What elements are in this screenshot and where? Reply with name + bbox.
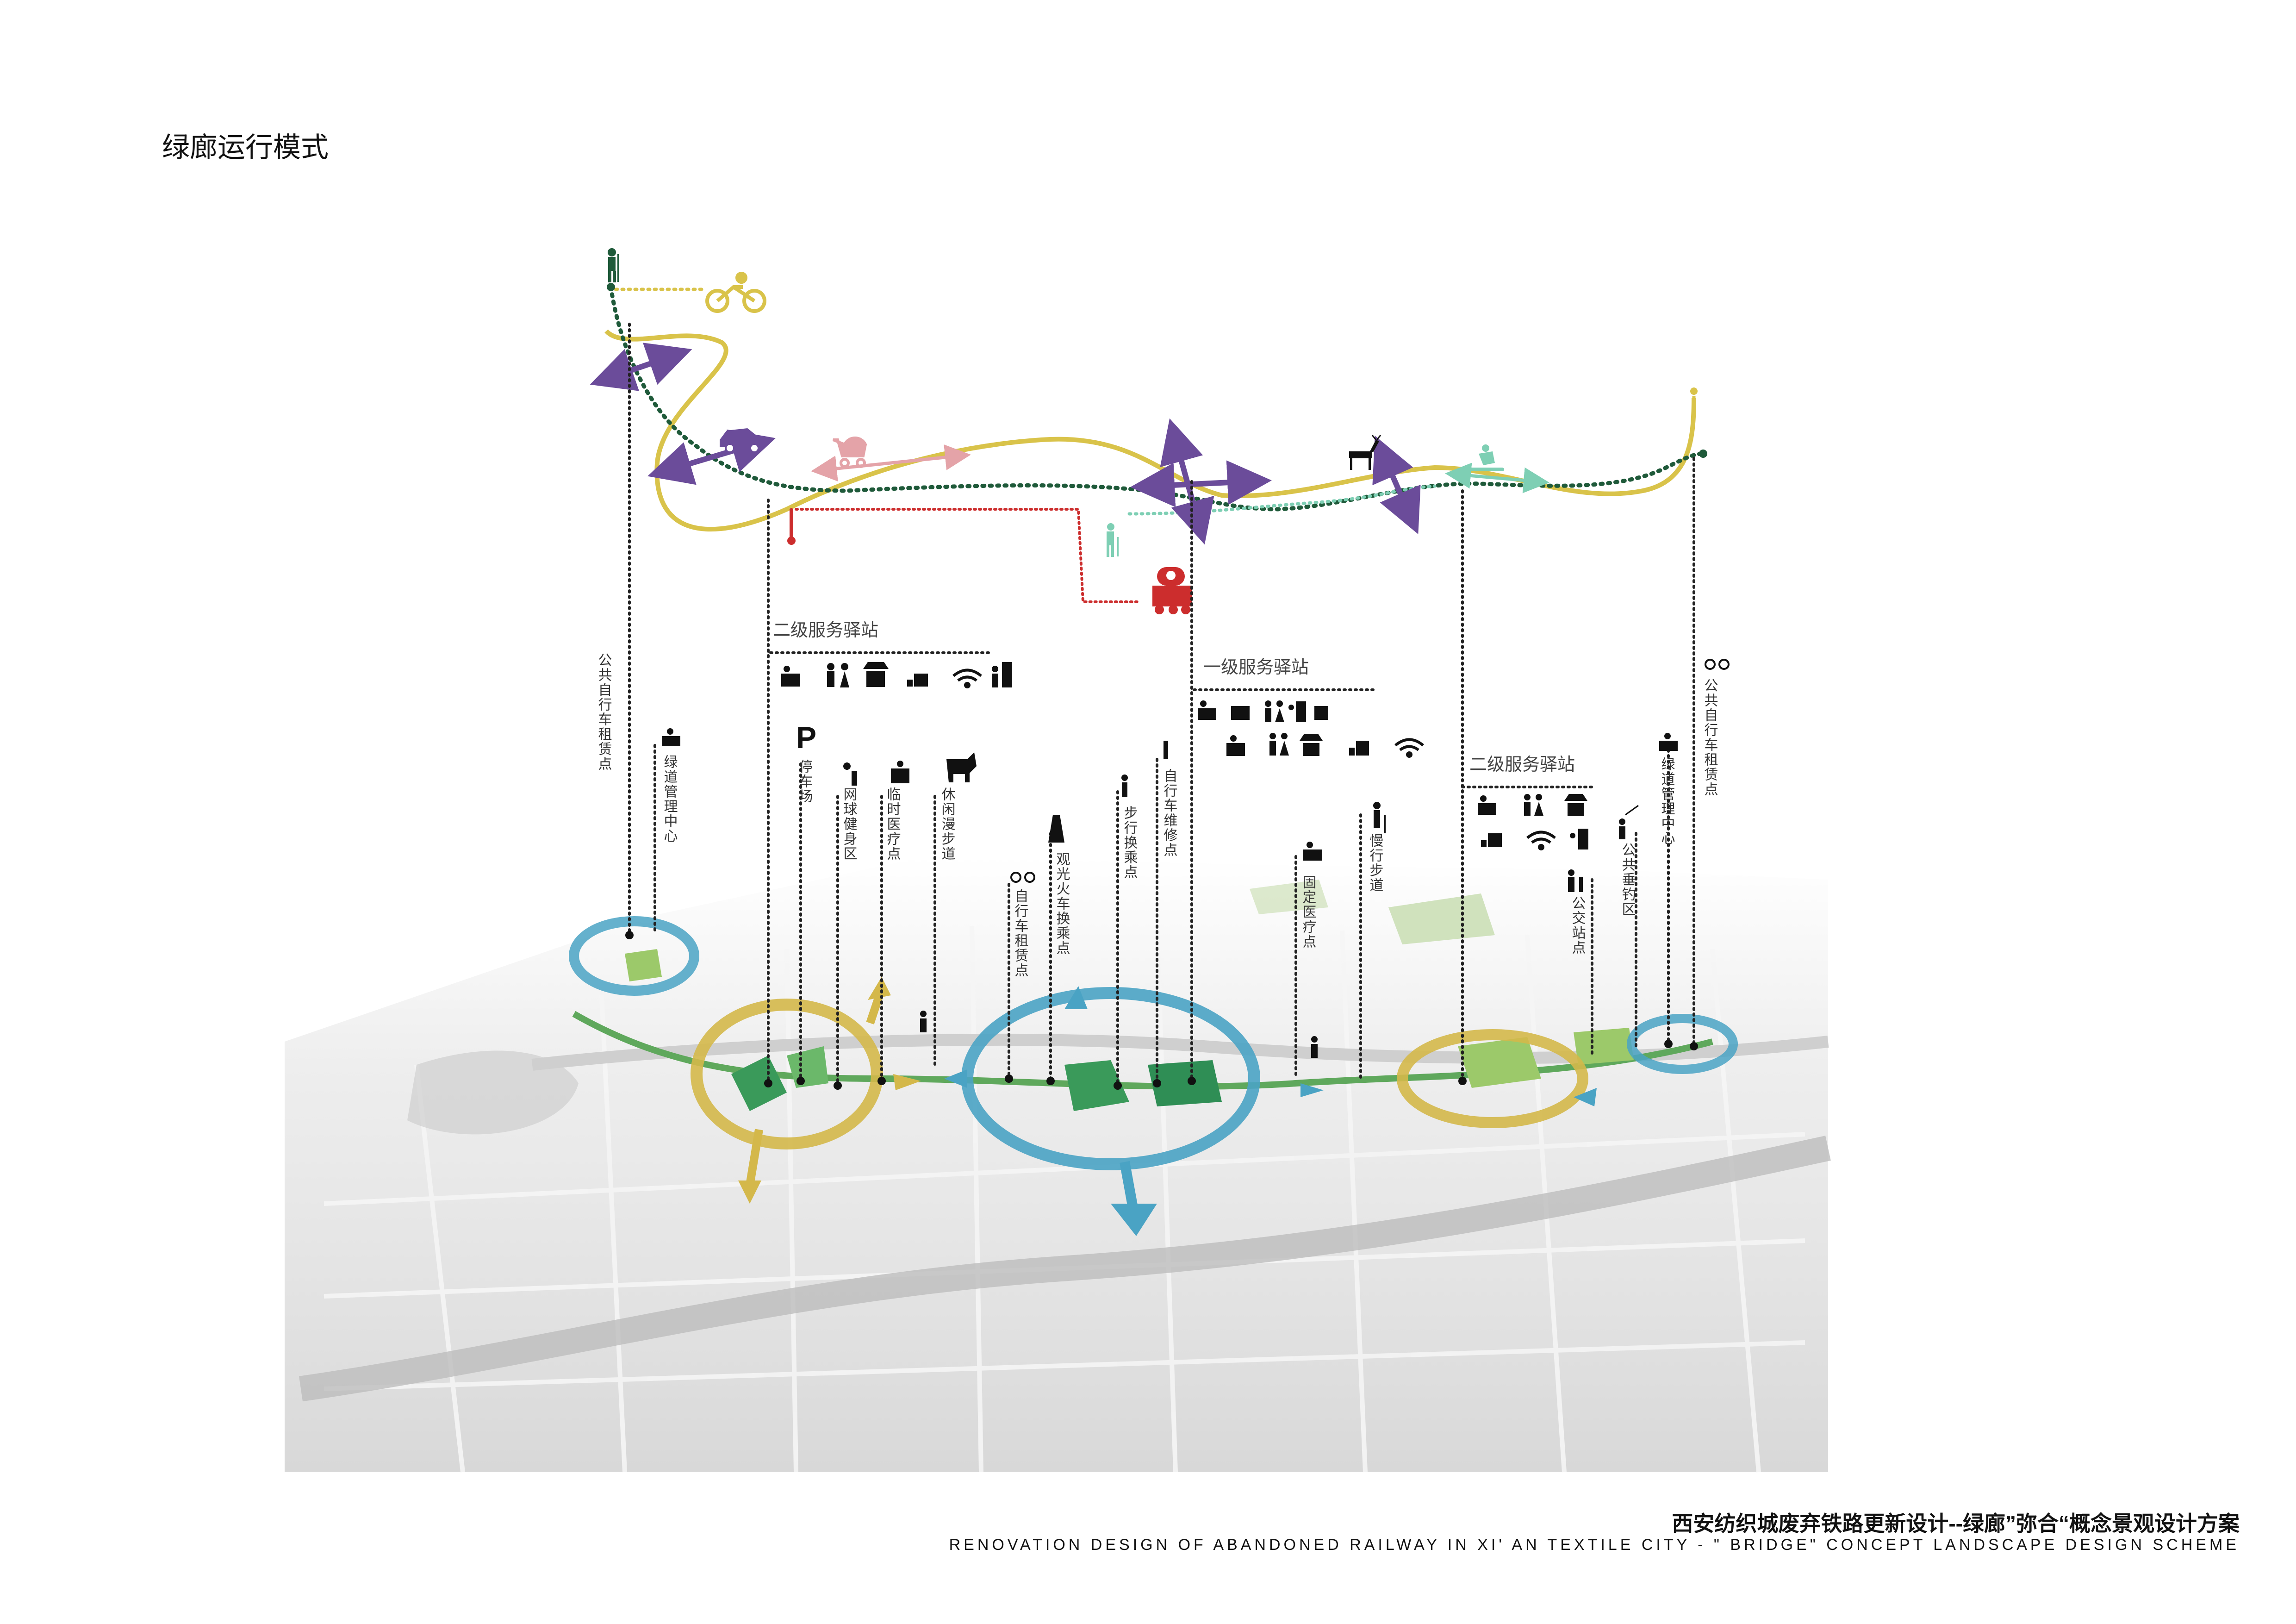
base-map: [285, 856, 1831, 1473]
label-fishing: 公共垂钓区: [1619, 843, 1635, 917]
people-icon-hub2: [1311, 1036, 1318, 1058]
wifi-icon: [1526, 831, 1556, 850]
bike-rental-icon: [1010, 872, 1035, 883]
hub-green-areas: [625, 949, 1634, 1111]
mgmt-center-icon: [662, 728, 680, 746]
label-greenway-mgmt-right: 绿道管理中心: [1659, 757, 1674, 846]
label-bike-rental-right: 公共自行车租赁点: [1702, 678, 1717, 797]
walk-transfer-icon: [1121, 775, 1128, 797]
tennis-icon: [843, 762, 857, 786]
parking-symbol: P: [796, 720, 817, 755]
elderly-icon: [1107, 523, 1119, 557]
label-tennis-fitness: 网球健身区: [841, 787, 857, 861]
station-primary-title: 一级服务驿站: [1203, 658, 1309, 677]
deer-icon: [1349, 435, 1381, 470]
page-title: 绿廊运行模式: [162, 132, 329, 163]
vending-icon: [992, 662, 1012, 687]
label-temp-medical: 临时医疗点: [884, 787, 900, 861]
label-bike-repair: 自行车维修点: [1161, 768, 1177, 857]
label-bike-rental-mid: 自行车租赁点: [1012, 889, 1028, 978]
station-lines: [769, 651, 1593, 788]
hub-ring-gold-left: [691, 999, 883, 1149]
train-icon: [1152, 567, 1192, 614]
wifi-icon: [952, 668, 982, 688]
service-icons-primary: [1198, 700, 1424, 758]
label-slow-walk: 慢行步道: [1367, 833, 1383, 893]
kiosk-icon: [1564, 794, 1587, 816]
people-icon-hub1: [920, 1011, 927, 1032]
snack-icon-2: [1349, 741, 1369, 756]
service-icons-secondary-right: [1478, 794, 1588, 850]
label-leisure-walk: 休闲漫步道: [939, 787, 955, 861]
label-bike-rental-left: 公共自行车租赁点: [596, 653, 611, 771]
snack-icon: [907, 674, 928, 687]
poi-icons: [662, 659, 1730, 1058]
walking-route: [1127, 484, 1437, 516]
crossing-arrows: [590, 343, 1421, 545]
footer-title-en: RENOVATION DESIGN OF ABANDONED RAILWAY I…: [949, 1536, 2240, 1554]
train-transfer-icon: [1048, 815, 1064, 843]
fishing-icon: [1619, 805, 1639, 839]
label-fixed-medical: 固定医疗点: [1300, 875, 1316, 949]
repair-icon: [1164, 741, 1168, 759]
label-parking: 停车场: [796, 759, 812, 804]
train-route: [790, 508, 1140, 603]
info-desk-icon: [1198, 700, 1216, 720]
snack-icon: [1314, 706, 1328, 720]
info-desk-icon: [781, 666, 800, 687]
mgmt-center-icon-2: [1659, 733, 1678, 751]
toilet-icon-2: [1269, 733, 1289, 756]
hub-ring-gold-right: [1397, 1029, 1588, 1128]
route-lines: [604, 285, 1705, 603]
bicycle-icon: [705, 272, 766, 313]
first-aid-icon: [1226, 735, 1245, 756]
cashier-icon: [1231, 706, 1250, 720]
kiosk-icon: [863, 662, 889, 687]
slow-walk-icon: [1373, 802, 1386, 833]
vending-icon: [1570, 829, 1588, 849]
hiking-route: [609, 285, 1705, 512]
toilet-icon: [827, 663, 849, 687]
toilet-icon: [1265, 700, 1284, 722]
hub-arrows: [738, 977, 1597, 1236]
medical-icon: [891, 761, 909, 783]
corridor-nodes: [625, 931, 1698, 1090]
label-sightseeing-train: 观光火车换乘点: [1054, 852, 1070, 956]
route-endpoints: [607, 283, 1707, 545]
bus-stop-icon: [1568, 869, 1583, 892]
kiosk-icon: [1300, 734, 1323, 756]
service-icons-secondary-left: [781, 662, 1012, 688]
station-secondary-right-title: 二级服务驿站: [1469, 755, 1575, 775]
bicycle-small-icon: [1705, 659, 1730, 670]
label-greenway-mgmt-left: 绿道管理中心: [661, 755, 677, 843]
station-secondary-left-title: 二级服务驿站: [773, 621, 879, 640]
vending-icon: [1288, 701, 1306, 722]
footer-title-cn: 西安纺织城废弃铁路更新设计--绿廊”弥合“概念景观设计方案: [1672, 1512, 2240, 1536]
car-icon: [720, 428, 764, 453]
info-desk-icon: [1478, 795, 1496, 815]
stroller-icon: [832, 436, 867, 468]
label-bus-stop: 公交站点: [1569, 896, 1585, 955]
leader-lines: [628, 323, 1695, 1085]
fixed-medical-icon: [1303, 842, 1322, 861]
hiker-icon: [608, 248, 619, 282]
wifi-icon: [1394, 738, 1424, 758]
toilet-icon: [1524, 794, 1543, 816]
dog-walk-icon: [946, 752, 977, 782]
skateboard-icon: [1469, 444, 1504, 471]
hub-ring-bike-left: [569, 916, 699, 996]
label-walking-transfer: 步行换乘点: [1121, 806, 1137, 880]
hub-ring-bike-right: [1627, 1014, 1738, 1074]
snack-icon: [1481, 833, 1502, 847]
